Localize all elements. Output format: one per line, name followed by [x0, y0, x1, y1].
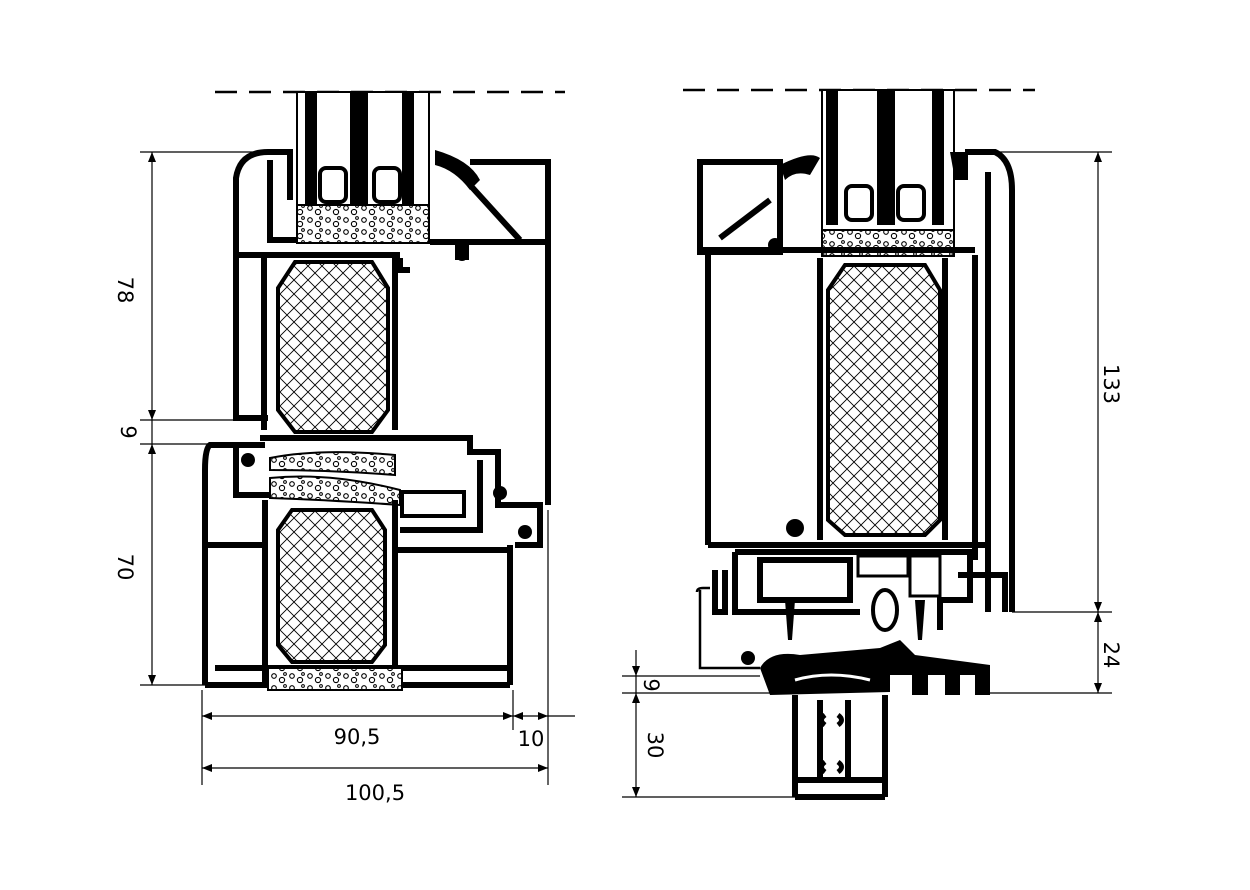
dimension-lines-right: [622, 151, 1112, 798]
dim-inner-width: 90,5: [334, 725, 381, 749]
threshold-right: [760, 640, 990, 800]
dim-frame-height-left: 70: [113, 554, 137, 581]
insulation-core-right: [826, 263, 942, 537]
right-section: 133 24 9 30: [622, 88, 1123, 800]
dim-total-width: 100,5: [345, 781, 405, 805]
insulation-core-upper-left: [276, 260, 390, 434]
left-section: 78 9 70 90,5 10 100,5: [113, 90, 575, 805]
insulation-core-lower-left: [276, 508, 387, 664]
dim-overlap-left: 9: [116, 425, 140, 438]
dim-offset: 10: [518, 727, 545, 751]
dim-sash-height-right: 133: [1099, 364, 1123, 404]
frame-profile-left: [205, 500, 513, 691]
dim-gap-right: 9: [639, 678, 663, 691]
sash-profile-right: [697, 149, 1015, 612]
dim-sill-height-right: 24: [1099, 642, 1123, 669]
glazing-left: [296, 91, 430, 244]
dim-sash-height-left: 78: [113, 277, 137, 304]
dimension-lines-left: [140, 151, 575, 785]
transom-left: [202, 435, 543, 685]
dim-base-height-right: 30: [643, 732, 667, 759]
glazing-right: [821, 89, 955, 257]
sill-right: [695, 549, 1008, 670]
